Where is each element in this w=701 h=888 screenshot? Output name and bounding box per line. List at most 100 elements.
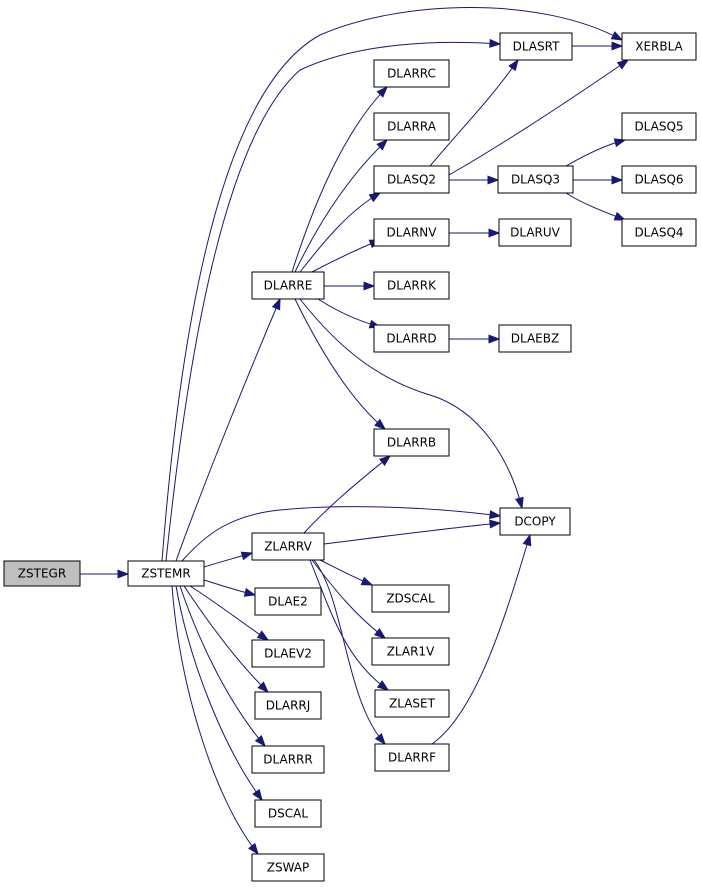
arrowhead bbox=[613, 211, 627, 221]
node-label: DLARRK bbox=[387, 279, 437, 293]
node-dcopy[interactable]: DCOPY bbox=[499, 507, 571, 536]
arrowhead bbox=[376, 680, 390, 691]
node-box[interactable] bbox=[251, 532, 325, 561]
node-box[interactable] bbox=[251, 853, 325, 882]
node-box[interactable] bbox=[127, 560, 205, 587]
node-box[interactable] bbox=[251, 639, 325, 668]
node-dlasq6[interactable]: DLASQ6 bbox=[621, 165, 697, 194]
arrowhead bbox=[373, 627, 387, 639]
edge-line bbox=[429, 59, 519, 167]
arrowhead bbox=[378, 455, 392, 467]
node-zlar1v[interactable]: ZLAR1V bbox=[371, 637, 450, 666]
node-box[interactable] bbox=[497, 165, 574, 194]
node-dlasq5[interactable]: DLASQ5 bbox=[621, 112, 697, 141]
node-label: XERBLA bbox=[635, 40, 683, 54]
node-label: DLARRR bbox=[263, 753, 312, 767]
node-box[interactable] bbox=[371, 584, 450, 613]
node-box[interactable] bbox=[371, 637, 450, 666]
arrowhead bbox=[256, 630, 270, 641]
node-zdscal[interactable]: ZDSCAL bbox=[371, 584, 450, 613]
node-box[interactable] bbox=[621, 112, 697, 141]
node-box[interactable] bbox=[254, 587, 322, 616]
node-dlarrf[interactable]: DLARRF bbox=[374, 743, 450, 772]
edge-zstemr-to-dlarrj bbox=[183, 585, 270, 693]
node-dlarnv[interactable]: DLARNV bbox=[373, 218, 450, 247]
arrowhead bbox=[508, 58, 519, 72]
node-dlaev2[interactable]: DLAEV2 bbox=[251, 639, 325, 668]
edge-zlarrv-to-zdscal bbox=[319, 559, 374, 586]
node-dlaebz[interactable]: DLAEBZ bbox=[498, 324, 572, 353]
node-xerbla[interactable]: XERBLA bbox=[621, 32, 697, 61]
node-box[interactable] bbox=[499, 507, 571, 536]
node-box[interactable] bbox=[373, 428, 450, 457]
node-zlarrv[interactable]: ZLARRV bbox=[251, 532, 325, 561]
node-box[interactable] bbox=[621, 32, 697, 61]
node-box[interactable] bbox=[254, 691, 322, 720]
node-label: ZSWAP bbox=[267, 861, 310, 875]
arrowhead bbox=[522, 533, 532, 547]
node-dlaruv[interactable]: DLARUV bbox=[498, 218, 572, 247]
node-label: ZLARRV bbox=[264, 540, 312, 554]
node-dlarra[interactable]: DLARRA bbox=[373, 112, 450, 141]
node-box[interactable] bbox=[3, 560, 81, 587]
edge-line bbox=[294, 139, 388, 273]
node-zlaset[interactable]: ZLASET bbox=[374, 689, 450, 718]
edge-line bbox=[448, 59, 629, 176]
node-box[interactable] bbox=[499, 32, 573, 61]
node-dlae2[interactable]: DLAE2 bbox=[254, 587, 322, 616]
edge-line bbox=[181, 506, 501, 562]
node-box[interactable] bbox=[621, 218, 697, 247]
edge-line bbox=[431, 534, 531, 745]
node-box[interactable] bbox=[373, 59, 450, 88]
arrowhead bbox=[248, 842, 259, 856]
edge-zstemr-to-dlae2 bbox=[203, 579, 257, 597]
node-label: ZLAR1V bbox=[387, 645, 435, 659]
node-zswap[interactable]: ZSWAP bbox=[251, 853, 325, 882]
node-box[interactable] bbox=[498, 324, 572, 353]
node-dlarre[interactable]: DLARRE bbox=[251, 271, 325, 300]
node-box[interactable] bbox=[373, 218, 450, 247]
node-box[interactable] bbox=[621, 165, 697, 194]
node-dscal[interactable]: DSCAL bbox=[254, 799, 322, 828]
node-box[interactable] bbox=[251, 271, 325, 300]
arrowhead bbox=[363, 281, 376, 291]
node-dlarrc[interactable]: DLARRC bbox=[373, 59, 450, 88]
arrowhead bbox=[488, 334, 501, 344]
arrowhead bbox=[488, 228, 501, 238]
edge-dlarre-to-dlarrk bbox=[324, 281, 376, 291]
edge-dlarre-to-dlarra bbox=[294, 139, 389, 273]
edge-line bbox=[165, 41, 501, 562]
node-box[interactable] bbox=[373, 324, 450, 353]
node-box[interactable] bbox=[373, 112, 450, 141]
node-zstegr[interactable]: ZSTEGR bbox=[3, 560, 81, 587]
edge-zstemr-to-xerbla bbox=[161, 7, 624, 562]
node-dlasq3[interactable]: DLASQ3 bbox=[497, 165, 574, 194]
edge-dlasq3-to-dlasq4 bbox=[565, 192, 627, 221]
node-box[interactable] bbox=[251, 745, 325, 774]
arrowhead bbox=[243, 588, 257, 597]
node-label: DLASQ2 bbox=[387, 173, 436, 187]
node-box[interactable] bbox=[374, 689, 450, 718]
node-dlarrr[interactable]: DLARRR bbox=[251, 745, 325, 774]
node-dlarrd[interactable]: DLARRD bbox=[373, 324, 450, 353]
edge-dlasq2-to-dlasrt bbox=[429, 58, 519, 167]
node-box[interactable] bbox=[498, 218, 572, 247]
node-box[interactable] bbox=[373, 271, 450, 300]
edge-line bbox=[175, 585, 263, 801]
node-dlarrj[interactable]: DLARRJ bbox=[254, 691, 322, 720]
node-dlarrk[interactable]: DLARRK bbox=[373, 271, 450, 300]
edge-line bbox=[299, 192, 381, 273]
node-box[interactable] bbox=[254, 799, 322, 828]
node-box[interactable] bbox=[373, 165, 450, 194]
edge-dlarre-to-dlarrc bbox=[291, 85, 388, 273]
node-dlasrt[interactable]: DLASRT bbox=[499, 32, 573, 61]
node-box[interactable] bbox=[374, 743, 450, 772]
node-dlarrb[interactable]: DLARRB bbox=[373, 428, 450, 457]
node-label: ZSTEMR bbox=[141, 567, 190, 581]
node-zstemr[interactable]: ZSTEMR bbox=[127, 560, 205, 587]
node-dlasq4[interactable]: DLASQ4 bbox=[621, 218, 697, 247]
node-label: DLASQ3 bbox=[511, 173, 560, 187]
node-label: DLAE2 bbox=[268, 595, 308, 609]
node-dlasq2[interactable]: DLASQ2 bbox=[373, 165, 450, 194]
